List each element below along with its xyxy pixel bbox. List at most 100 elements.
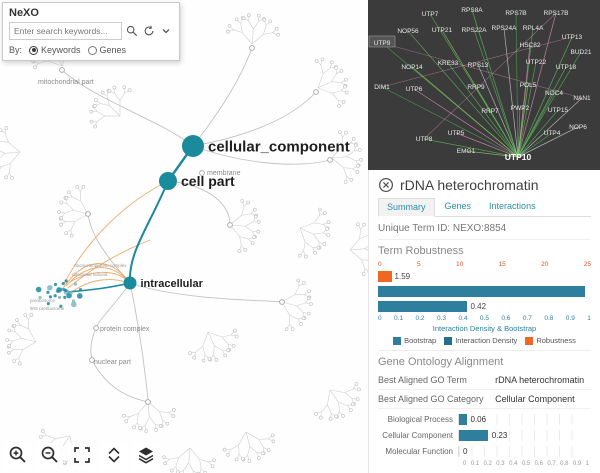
gene-node-label[interactable]: UTP4 — [544, 130, 561, 137]
chevron-down-icon[interactable] — [159, 24, 173, 38]
gene-node-label[interactable]: UTP21 — [432, 27, 453, 34]
zoom-out-button[interactable] — [36, 443, 63, 470]
tree-branch-label: membrane — [207, 170, 241, 177]
section-biological-process: Biological Process — [378, 468, 591, 473]
fit-to-screen-icon — [72, 445, 92, 468]
gene-node-label[interactable]: NOP14 — [401, 64, 423, 71]
unique-term-id: Unique Term ID: NEXO:8854 — [378, 217, 591, 240]
layers-icon — [136, 445, 156, 468]
gene-node-label[interactable]: RPS7B — [505, 10, 526, 17]
search-widget: NeXO By: Keywords Genes — [2, 2, 180, 61]
gene-node-label[interactable]: RPS17B — [544, 10, 569, 17]
gene-node-label[interactable]: HSC82 — [520, 42, 541, 49]
expand-collapse-button[interactable] — [100, 443, 127, 470]
gene-node-label[interactable]: RRP9 — [467, 84, 485, 91]
gene-node-label[interactable]: NOC4 — [545, 90, 563, 97]
legend-item: Bootstrap — [393, 336, 436, 345]
zoom-out-icon — [40, 445, 60, 468]
gene-node-label[interactable]: UTP8 — [416, 136, 433, 143]
robustness-bar-robustness: 1.59 — [378, 271, 591, 282]
close-icon[interactable] — [378, 177, 394, 193]
robustness-axis-label: Interaction Density & Bootstrap — [432, 324, 537, 333]
tree-cluster-label: ribosomal subunit — [72, 272, 108, 277]
tree-node-label: cellular_component — [208, 138, 350, 155]
radio-genes-label: Genes — [99, 45, 127, 55]
robustness-bar-bootstrap — [378, 286, 591, 297]
radio-genes-control[interactable] — [87, 45, 97, 55]
reset-icon[interactable] — [142, 24, 156, 38]
gene-node-label[interactable]: NAN1 — [573, 95, 591, 102]
legend-item: Robustness — [525, 336, 576, 345]
tab-genes[interactable]: Genes — [444, 201, 472, 211]
tree-node-intracellular[interactable] — [123, 276, 137, 290]
interaction-network-canvas[interactable]: UTP7 RPS8A RPS7B RPS17B NOP56 UTP21 RPS22A RPS2… — [368, 0, 600, 170]
radio-keywords[interactable]: Keywords — [29, 45, 81, 55]
fit-to-screen-button[interactable] — [68, 443, 95, 470]
gene-node-label[interactable]: UTP13 — [562, 34, 583, 41]
search-icon[interactable] — [125, 24, 139, 38]
zoom-in-icon — [8, 445, 28, 468]
tree-toolbar — [4, 443, 159, 470]
tree-branch-label: nuclear part — [94, 359, 131, 366]
tree-branch-label: protein complex — [100, 326, 150, 333]
tree-cluster-label: preribosome — [30, 298, 56, 303]
radio-keywords-control[interactable] — [29, 45, 39, 55]
legend-item: Interaction Density — [444, 336, 517, 345]
gene-node-label[interactable]: UTP18 — [556, 64, 577, 71]
interaction-network-panel[interactable]: UTP7 RPS8A RPS7B RPS17B NOP56 UTP21 RPS22A RPS2… — [368, 0, 600, 170]
gene-node-label[interactable]: RPS22A — [462, 27, 488, 34]
tree-branch-label: mitochondrial part — [38, 79, 94, 86]
gene-node-label[interactable]: NOP6 — [569, 124, 587, 131]
gene-node-label[interactable]: UTP7 — [422, 11, 439, 18]
gene-node-label[interactable]: PWP2 — [511, 105, 530, 112]
layers-button[interactable] — [132, 443, 159, 470]
gene-node-label[interactable]: UTP6 — [406, 86, 423, 93]
gene-node-label[interactable]: UTP15 — [548, 107, 569, 114]
gene-node-label[interactable]: DIM1 — [374, 84, 390, 91]
detail-header: rDNA heterochromatin — [378, 170, 591, 196]
gene-node-label[interactable]: NOP56 — [397, 28, 419, 35]
detail-tabs: Summary Genes Interactions — [378, 198, 591, 217]
term-title: rDNA heterochromatin — [400, 177, 539, 193]
tree-node-cell-part[interactable] — [159, 172, 177, 190]
gene-node-label[interactable]: POL5 — [520, 82, 537, 89]
tab-interactions[interactable]: Interactions — [489, 201, 536, 211]
tree-node-label: cell part — [181, 173, 235, 189]
robustness-bar-interaction-density: 0.42 — [378, 301, 591, 312]
gene-node-label[interactable]: BUD21 — [571, 49, 592, 56]
gene-node-label[interactable]: RRP7 — [481, 108, 499, 115]
expand-collapse-icon — [104, 445, 124, 468]
search-input[interactable] — [9, 22, 122, 40]
gene-node-label[interactable]: RPS13 — [468, 62, 489, 69]
gene-node-label[interactable]: UTP10 — [505, 152, 532, 162]
tree-cluster-label: ribonucleoprotein complex — [74, 263, 127, 268]
tab-summary[interactable]: Summary — [378, 198, 435, 217]
tree-node-cellular-component[interactable] — [182, 135, 204, 157]
section-go-alignment: Gene Ontology Alignment — [378, 356, 504, 368]
gene-node-label[interactable]: UTP22 — [526, 59, 547, 66]
gene-node-label[interactable]: EMG1 — [457, 148, 476, 155]
gene-node-label[interactable]: RPL4A — [523, 25, 544, 32]
tree-node-label: intracellular — [141, 278, 204, 290]
gene-node-label[interactable]: UTP9 — [374, 40, 391, 47]
robustness-legend: Bootstrap Interaction Density Robustness — [378, 336, 591, 351]
section-term-robustness: Term Robustness — [378, 245, 464, 257]
zoom-in-button[interactable] — [4, 443, 31, 470]
gene-node-label[interactable]: RPS8A — [461, 7, 483, 14]
gene-node-label[interactable]: KRE33 — [438, 60, 459, 67]
gene-node-label[interactable]: UTP5 — [448, 130, 465, 137]
gene-node-label[interactable]: RPS24A — [492, 25, 518, 32]
radio-genes[interactable]: Genes — [87, 45, 127, 55]
